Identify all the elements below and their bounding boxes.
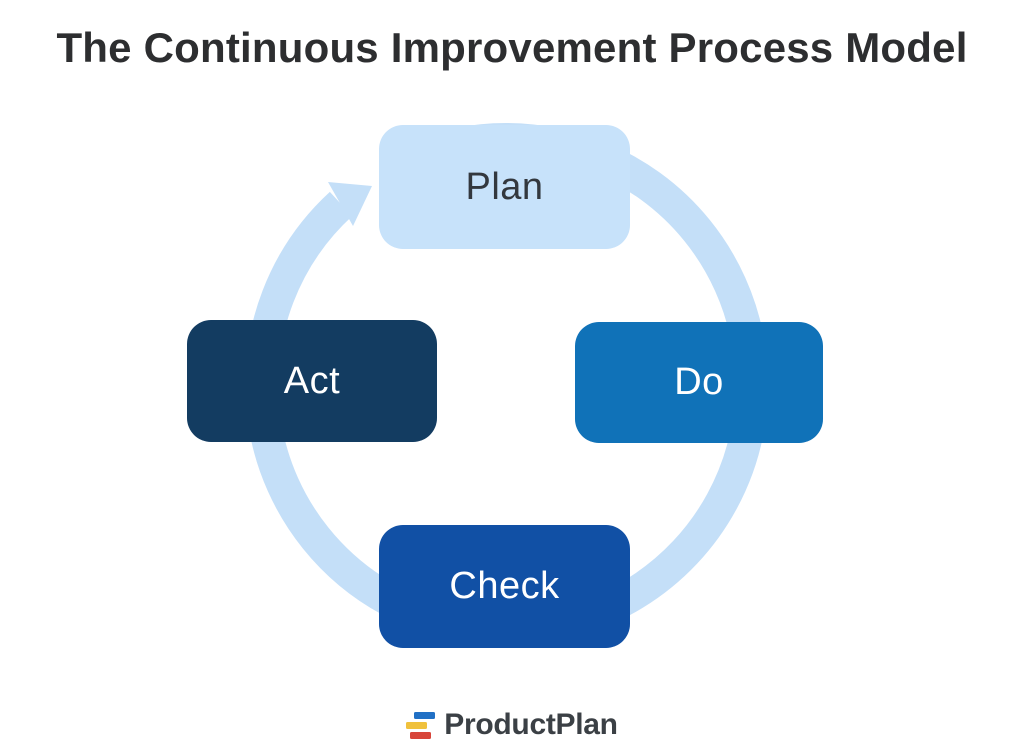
step-check: Check	[379, 525, 630, 648]
productplan-logo-icon	[406, 711, 436, 739]
productplan-logo: ProductPlan	[0, 708, 1024, 742]
logo-bar-red	[410, 731, 432, 739]
logo-bar-yellow	[406, 721, 428, 729]
step-plan-label: Plan	[465, 165, 544, 208]
step-check-label: Check	[449, 565, 560, 607]
step-act: Act	[187, 320, 437, 442]
step-act-label: Act	[283, 359, 341, 402]
step-do: Do	[575, 322, 823, 443]
page-title: The Continuous Improvement Process Model	[56, 24, 968, 71]
cycle-arrowhead-icon	[328, 182, 372, 226]
step-do-label: Do	[674, 361, 724, 403]
step-plan: Plan	[379, 125, 630, 249]
productplan-logo-text: ProductPlan	[444, 708, 618, 741]
logo-bar-blue	[414, 711, 436, 719]
